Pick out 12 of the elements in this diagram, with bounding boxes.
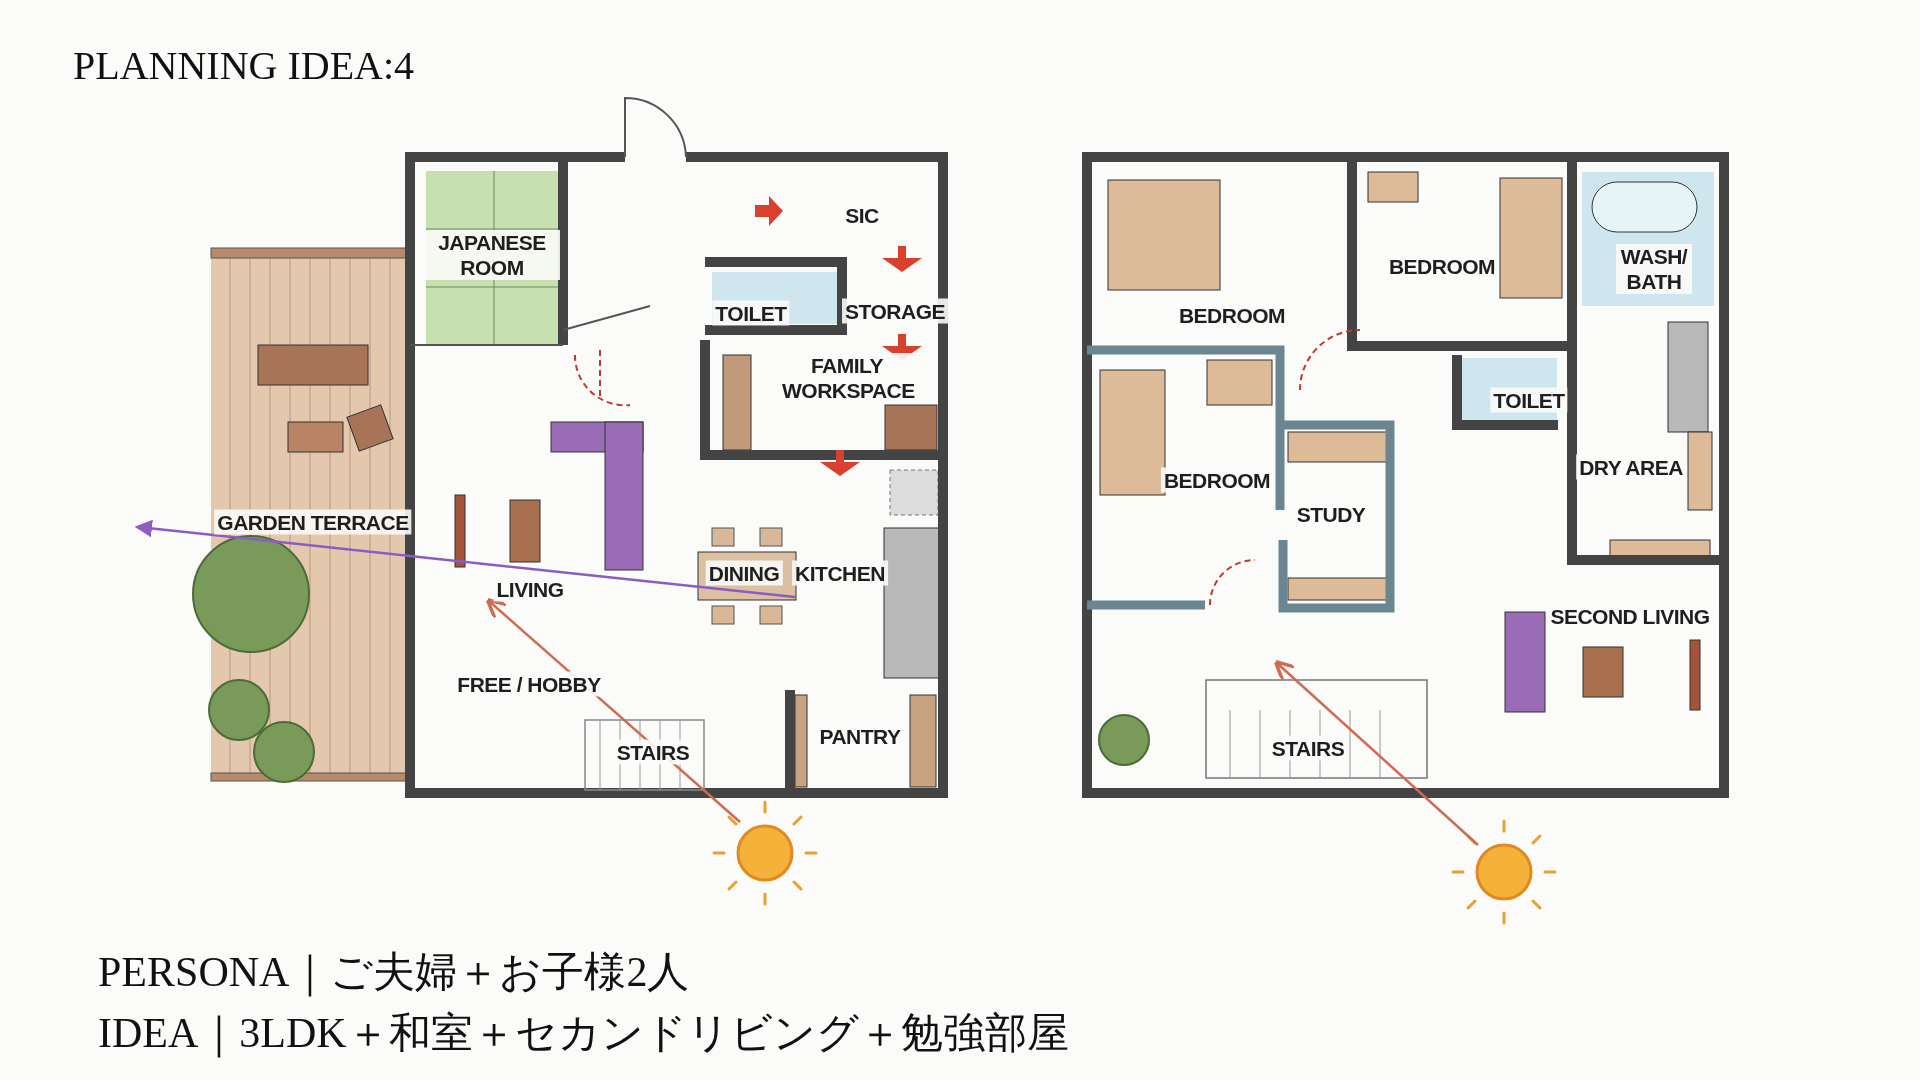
caption-line: PERSONA｜ご夫婦＋お子様2人 <box>98 948 690 999</box>
room-label: DRY AREA <box>1576 454 1686 480</box>
room-label: STORAGE <box>842 298 948 324</box>
caption-line: IDEA｜3LDK＋和室＋セカンドリビング＋勉強部屋 <box>98 1009 1069 1060</box>
room-label: WASH/ BATH <box>1616 244 1692 294</box>
title: PLANNING IDEA:4 <box>73 42 415 89</box>
room-label: TOILET <box>1490 387 1568 413</box>
room-label: DINING <box>705 560 783 586</box>
room-label: TOILET <box>712 300 790 326</box>
room-label: JAPANESE ROOM <box>424 230 560 280</box>
room-label: KITCHEN <box>792 560 888 586</box>
room-label: GARDEN TERRACE <box>214 509 412 535</box>
